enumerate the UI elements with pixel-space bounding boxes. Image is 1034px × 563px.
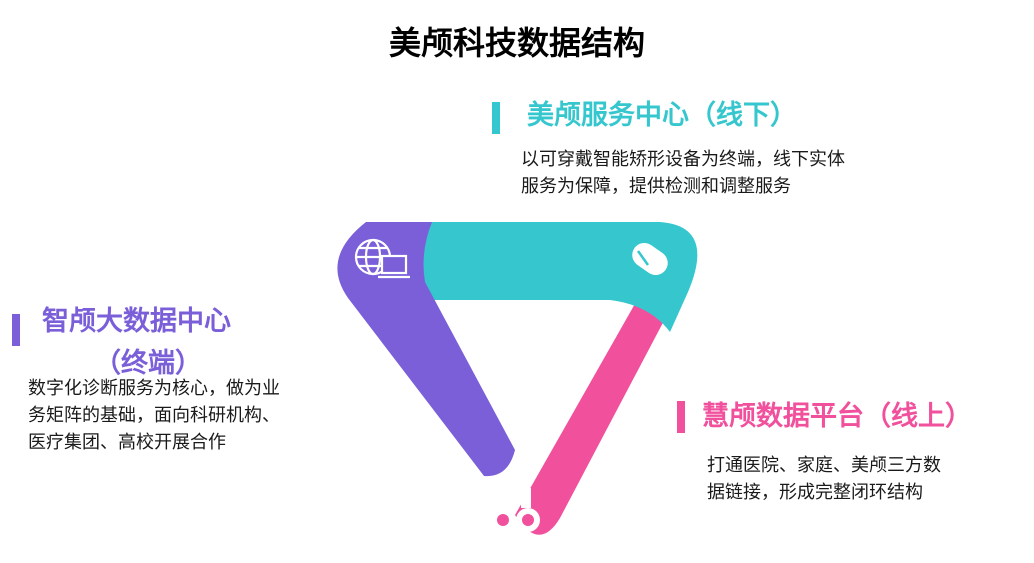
desc-data-center: 数字化诊断服务为核心，做为业 务矩阵的基础，面向科研机构、 医疗集团、高校开展合… — [28, 375, 280, 456]
desc-data-platform: 打通医院、家庭、美颅三方数 据链接，形成完整闭环结构 — [707, 452, 941, 506]
accent-bar-right — [677, 401, 685, 433]
accent-bar-left — [12, 314, 20, 346]
desc-line: 医疗集团、高校开展合作 — [28, 432, 226, 453]
desc-line: 据链接，形成完整闭环结构 — [707, 482, 923, 503]
desc-line: 数字化诊断服务为核心，做为业 — [28, 378, 280, 399]
mouse-icon — [632, 242, 668, 276]
desc-line: 务矩阵的基础，面向科研机构、 — [28, 405, 280, 426]
desc-service-center: 以可穿戴智能矫形设备为终端，线下实体 服务为保障，提供检测和调整服务 — [521, 146, 845, 200]
desc-line: 服务为保障，提供检测和调整服务 — [521, 176, 791, 197]
purple-band — [337, 222, 515, 477]
pink-band — [515, 280, 677, 535]
globe-laptop-icon — [354, 238, 410, 279]
accent-bar-top — [492, 102, 500, 134]
binoculars-icon — [491, 488, 540, 532]
desc-line: 打通医院、家庭、美颅三方数 — [707, 455, 941, 476]
heading-data-platform: 慧颅数据平台（线上） — [702, 401, 972, 432]
desc-line: 以可穿戴智能矫形设备为终端，线下实体 — [521, 149, 845, 170]
teal-band — [405, 222, 698, 332]
heading-service-center: 美颅服务中心（线下） — [527, 100, 797, 131]
page-title: 美颅科技数据结构 — [388, 24, 645, 62]
heading-data-center: 智颅大数据中心 — [42, 306, 231, 337]
heading-data-center-sub: （终端） — [94, 348, 202, 379]
